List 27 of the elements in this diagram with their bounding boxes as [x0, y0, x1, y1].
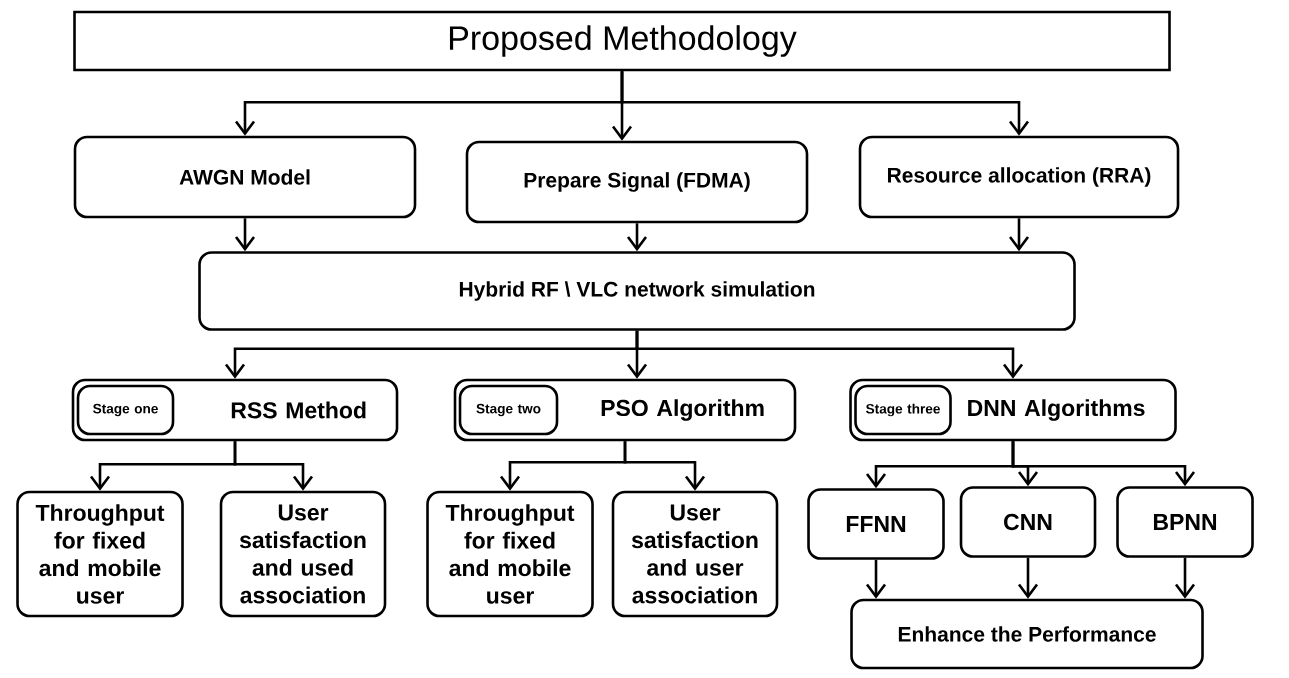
arrow	[233, 441, 314, 491]
arrow	[865, 559, 887, 599]
arrow	[1008, 218, 1030, 252]
process-box: Hybrid RF \ VLC network simulation	[198, 251, 1076, 331]
stage-label-box: Stage three	[854, 384, 952, 436]
process-box: CNN	[959, 486, 1097, 558]
process-box: User satisfaction and used association	[219, 490, 387, 618]
arrow	[620, 71, 1030, 136]
process-box: Throughput for fixed and mobile user	[16, 490, 184, 618]
process-box: AWGN Model	[73, 135, 417, 219]
process-box: Enhance the Performance	[850, 598, 1204, 670]
arrow	[1017, 557, 1039, 599]
title-box: Proposed Methodology	[73, 10, 1171, 72]
arrow	[635, 330, 1024, 379]
process-box: Prepare Signal (FDMA)	[465, 140, 809, 224]
process-box: BPNN	[1116, 486, 1254, 558]
process-box: Resource allocation (RRA)	[858, 135, 1180, 219]
process-box: Throughput for fixed and mobile user	[426, 490, 594, 618]
arrow	[623, 441, 706, 491]
arrow	[626, 223, 648, 252]
arrow	[1011, 441, 1196, 487]
stage-label-box: Stage two	[458, 384, 559, 436]
stage-label-box: Stage one	[76, 384, 175, 436]
arrow	[234, 218, 256, 252]
process-box: FFNN	[807, 488, 945, 560]
process-box: User satisfaction and user association	[611, 490, 779, 618]
arrow	[1174, 557, 1196, 599]
